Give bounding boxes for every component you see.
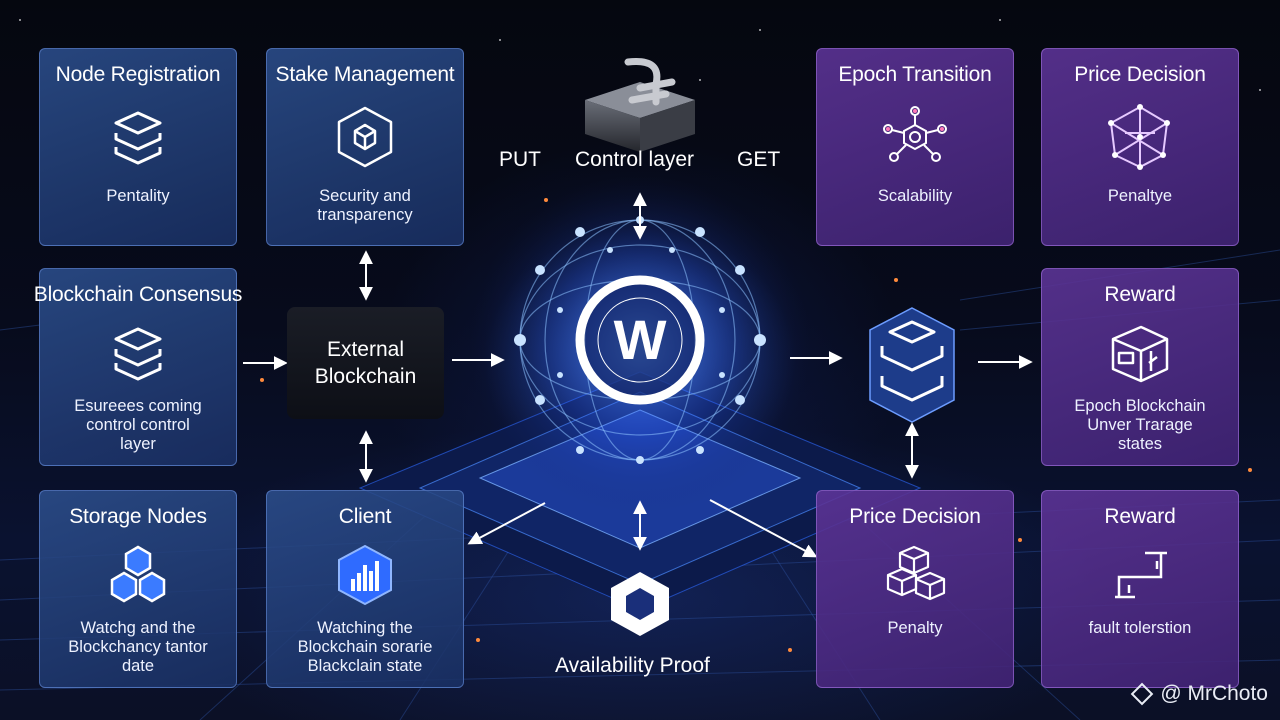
cube-outline-icon [1105, 321, 1175, 385]
card-reward-bottom: Reward fault tolerstion [1041, 490, 1239, 688]
card-desc: Penalty [887, 619, 943, 637]
card-desc: Penaltye [1107, 187, 1173, 205]
watermark-text: @ MrChoto [1160, 682, 1268, 705]
put-label: PUT [499, 148, 541, 171]
card-reward-middle: Reward Epoch Blockchain Unver Trarage st… [1041, 268, 1239, 466]
cubes-icon [880, 543, 950, 607]
card-title: Node Registration [55, 63, 221, 86]
watermark: @ MrChoto [1130, 682, 1268, 706]
bar-chart-hexagon-icon [330, 543, 400, 607]
card-title: Storage Nodes [69, 505, 207, 528]
layer-stack-icon [103, 321, 173, 385]
card-title: Price Decision [849, 505, 981, 528]
card-price-decision-bottom: Price Decision Penalty [816, 490, 1014, 688]
card-blockchain-consensus: Blockchain Consensus Esureees coming con… [34, 268, 242, 466]
card-title: Blockchain Consensus [33, 283, 243, 306]
card-epoch-transition: Epoch Transition Scalability [816, 48, 1014, 246]
card-desc: Watchg and the Blockchancy tantor date [68, 619, 208, 675]
arrow-core-to-price-decision [709, 499, 818, 558]
arrow-core-to-client [467, 502, 546, 545]
card-desc: Security and transparency [317, 187, 413, 224]
fault-path-icon [1105, 543, 1175, 607]
card-desc: Epoch Blockchain Unver Trarage states [1074, 397, 1206, 453]
card-title: Stake Management [275, 63, 455, 86]
external-blockchain-box: External Blockchain [287, 307, 444, 419]
card-title: Reward [1104, 283, 1176, 306]
hexagon-cluster-icon [103, 543, 173, 607]
card-desc: fault tolerstion [1088, 619, 1192, 637]
card-desc: Pentality [106, 187, 170, 205]
control-layer-label: Control layer [575, 148, 695, 171]
geometric-network-icon [1105, 104, 1175, 170]
card-node-registration: Node Registration Pentality [39, 48, 237, 246]
center-logo: W [613, 308, 667, 371]
card-title: Reward [1104, 505, 1176, 528]
card-desc: Watching the Blockchain sorarie Blackcla… [297, 619, 433, 675]
card-title: Client [338, 505, 392, 528]
card-client: Client Watching the Blockchain sorarie B… [266, 490, 464, 688]
card-desc: Esureees coming control control layer [74, 397, 202, 453]
layer-stack-icon [103, 105, 173, 169]
card-price-decision-top: Price Decision Penaltye [1041, 48, 1239, 246]
card-stake-management: Stake Management Security and transparen… [266, 48, 464, 246]
hexagon-cube-icon [330, 105, 400, 169]
network-nodes-icon [880, 105, 950, 169]
diamond-logo-icon [1130, 682, 1154, 706]
card-desc: Scalability [877, 187, 953, 205]
card-title: Epoch Transition [838, 63, 992, 86]
get-label: GET [737, 148, 781, 171]
card-title: Price Decision [1074, 63, 1206, 86]
availability-proof-label: Availability Proof [555, 654, 710, 677]
card-storage-nodes: Storage Nodes Watchg and the Blockchancy… [39, 490, 237, 688]
